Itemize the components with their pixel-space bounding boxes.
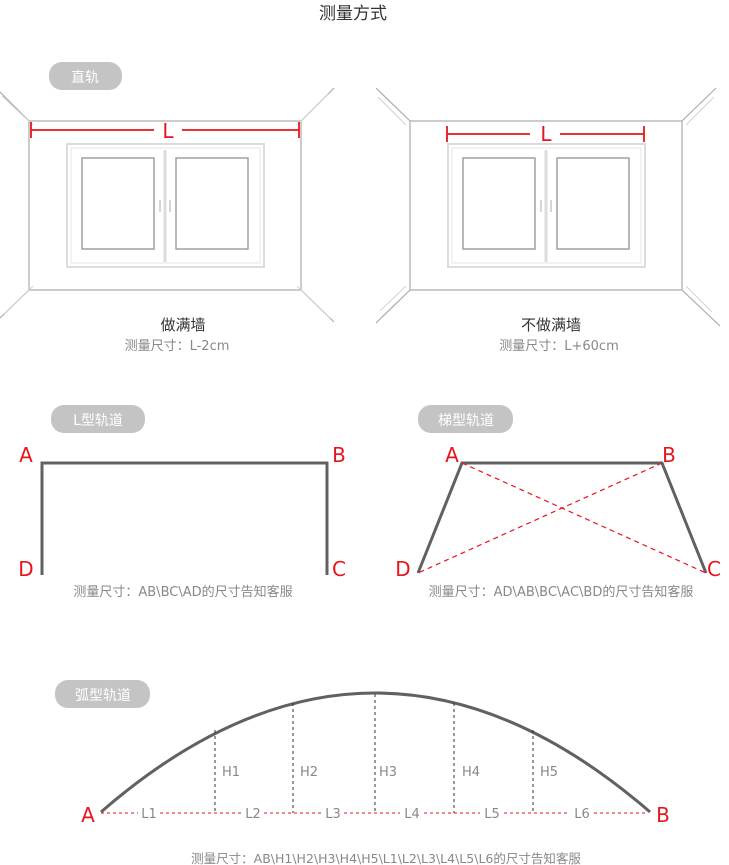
back-wall xyxy=(409,120,683,291)
trapezoid-rail-shape xyxy=(416,461,708,574)
height-lines xyxy=(214,694,534,813)
corner-shadow xyxy=(296,285,331,319)
length-label: L4 xyxy=(404,807,420,822)
height-label: H1 xyxy=(222,765,240,780)
arc-rail-shape xyxy=(100,691,651,814)
corner-shadow xyxy=(685,96,715,126)
point-a-label: A xyxy=(445,443,459,467)
corner-line xyxy=(681,289,721,327)
trapezoid-rail-note: 测量尺寸：AD\AB\BC\AC\BD的尺寸告知客服 xyxy=(429,584,694,600)
corner-shadow xyxy=(296,93,329,126)
l-rail-note: 测量尺寸：AB\BC\AD的尺寸告知客服 xyxy=(73,584,292,600)
page-title: 测量方式 xyxy=(319,4,387,24)
height-label: H2 xyxy=(300,765,318,780)
point-b-label: B xyxy=(656,803,670,827)
point-a-label: A xyxy=(19,443,33,467)
l-rail-section: L型轨道 A B D C 测量尺寸：AB\BC\AD的尺寸告知客服 xyxy=(18,405,346,600)
point-d-label: D xyxy=(395,557,410,581)
dimension-label: L xyxy=(162,119,174,143)
point-c-label: C xyxy=(707,557,721,581)
arc-rail-section: 弧型轨道 H1 H2 H3 H4 H5 L1 L2 L3 L4 L5 xyxy=(55,680,670,865)
length-label: L2 xyxy=(245,807,261,822)
section-label-arc: 弧型轨道 xyxy=(75,688,131,704)
corner-shadow xyxy=(379,285,407,312)
not-full-wall-note: 测量尺寸：L+60cm xyxy=(499,339,619,354)
straight-rail-section: 直轨 xyxy=(0,62,721,354)
back-wall xyxy=(28,120,302,291)
length-label: L5 xyxy=(484,807,500,822)
corner-shadow xyxy=(377,96,407,126)
length-label: L1 xyxy=(141,807,157,822)
length-label: L3 xyxy=(325,807,341,822)
window xyxy=(447,143,646,268)
corner-line xyxy=(681,87,717,122)
section-label-trapezoid: 梯型轨道 xyxy=(438,413,494,429)
height-label: H3 xyxy=(379,765,397,780)
corner-line xyxy=(375,87,411,122)
corner-shadow xyxy=(3,285,34,315)
section-pill xyxy=(49,62,122,90)
corner-line xyxy=(375,289,411,324)
height-label: H4 xyxy=(462,765,480,780)
arc-rail-note: 测量尺寸：AB\H1\H2\H3\H4\H5\L1\L2\L3\L4\L5\L6… xyxy=(191,851,581,865)
width-dimension xyxy=(30,122,300,138)
full-wall-note: 测量尺寸：L-2cm xyxy=(125,339,230,354)
width-dimension xyxy=(446,126,645,142)
point-a-label: A xyxy=(81,803,95,827)
point-b-label: B xyxy=(332,443,346,467)
section-label-straight: 直轨 xyxy=(71,69,99,86)
dimension-label: L xyxy=(540,122,552,146)
l-rail-shape xyxy=(40,461,329,575)
section-label-l-rail: L型轨道 xyxy=(73,413,123,429)
window xyxy=(66,143,265,268)
trapezoid-rail-section: 梯型轨道 A B D C 测量尺寸：AD\AB\BC\AC\BD的尺寸告知客服 xyxy=(395,405,721,600)
section-pill xyxy=(51,405,145,433)
room-full-wall: L 做满墙 测量尺寸：L-2cm xyxy=(0,87,335,354)
room-not-full-wall: L 不做满墙 测量尺寸：L+60cm xyxy=(375,87,721,354)
full-wall-title: 做满墙 xyxy=(160,316,205,334)
point-b-label: B xyxy=(662,443,676,467)
point-c-label: C xyxy=(332,557,346,581)
corner-shadow xyxy=(1,95,34,126)
not-full-wall-title: 不做满墙 xyxy=(521,316,581,334)
section-pill xyxy=(418,405,513,433)
corner-shadow xyxy=(685,285,713,313)
point-d-label: D xyxy=(18,557,33,581)
section-pill xyxy=(55,680,150,708)
height-label: H5 xyxy=(540,765,558,780)
length-label: L6 xyxy=(574,807,590,822)
